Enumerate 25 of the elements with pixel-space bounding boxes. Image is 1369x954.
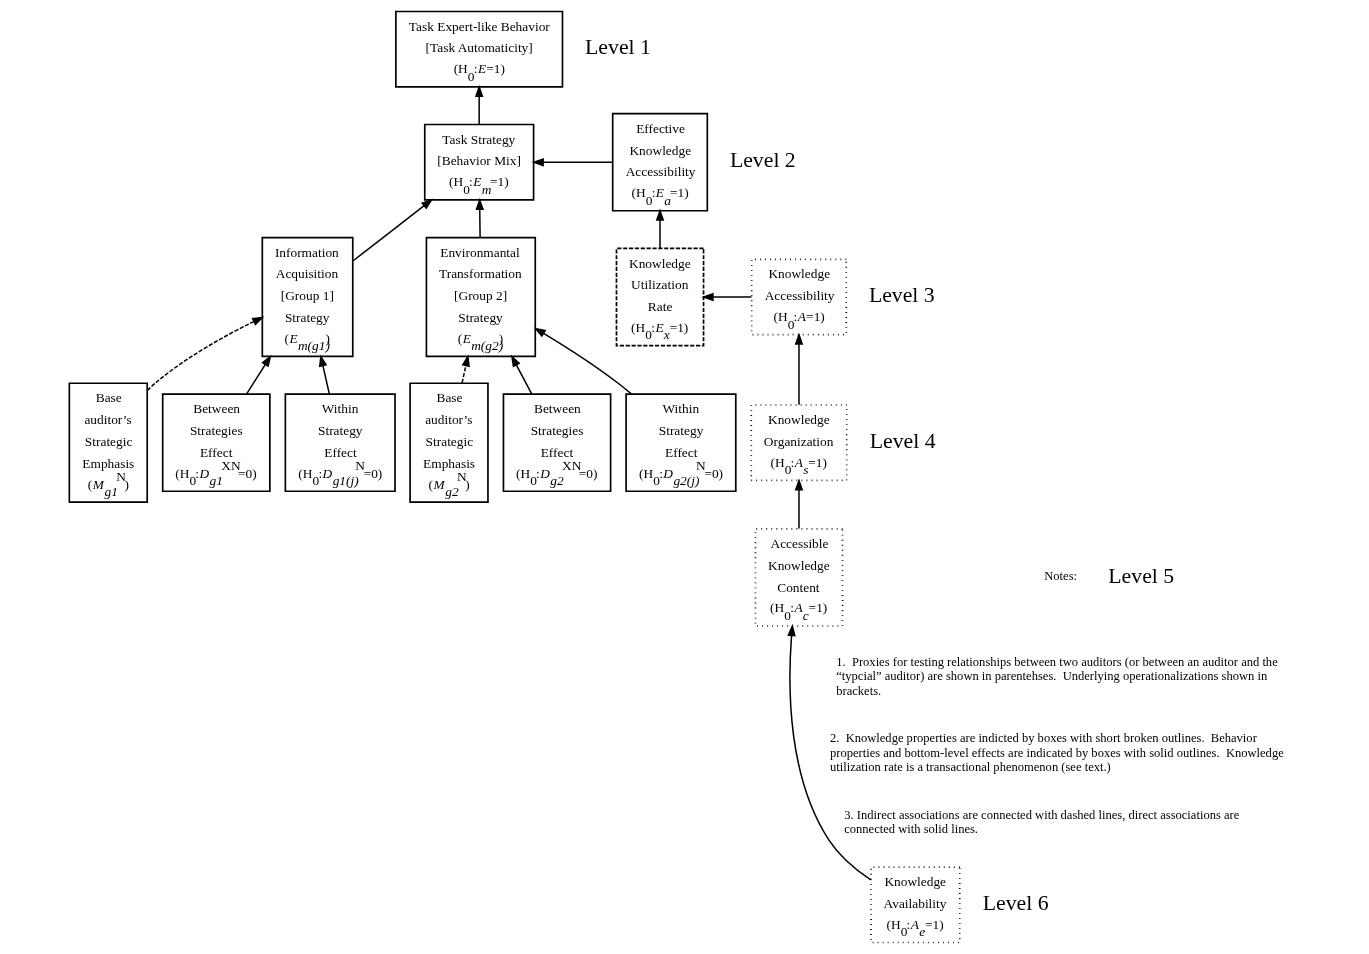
arrow — [533, 327, 633, 395]
arrow — [531, 157, 614, 167]
arrow — [510, 354, 533, 395]
arrow — [352, 198, 434, 262]
arrow — [474, 84, 484, 126]
label: 2. Knowledge properties are indicted by boxes with short broken outlines. Behavior properties and bottom-level effects are indicated by boxes with solid outlines. Knowledge utilization rate is a transactional phenomenon (see text.) — [829, 731, 1284, 774]
label: Level 5 — [1108, 563, 1175, 588]
arrow — [146, 316, 265, 392]
arrow — [318, 354, 331, 395]
arrow — [701, 292, 753, 302]
arrow — [475, 197, 485, 239]
label: Notes: — [1044, 569, 1078, 584]
arrow — [461, 354, 470, 384]
label: 1. Proxies for testing relationships between two auditors (or between an auditor and the “typcial” auditor) are shown in parentehses. Underlying operationalizations shown in brackets. — [836, 655, 1278, 698]
label: Level 1 — [585, 35, 651, 60]
label: Level 2 — [729, 148, 796, 173]
label: Level 4 — [869, 428, 936, 453]
arrow — [245, 354, 272, 395]
arrow — [787, 623, 872, 881]
label: 3. Indirect associations are connected with dashed lines, direct associations are connected with solid lines. — [844, 807, 1240, 836]
arrow — [794, 478, 804, 530]
arrow — [794, 332, 804, 406]
arrow — [655, 208, 665, 249]
label: Level 6 — [982, 891, 1049, 916]
label: Level 3 — [868, 283, 935, 308]
